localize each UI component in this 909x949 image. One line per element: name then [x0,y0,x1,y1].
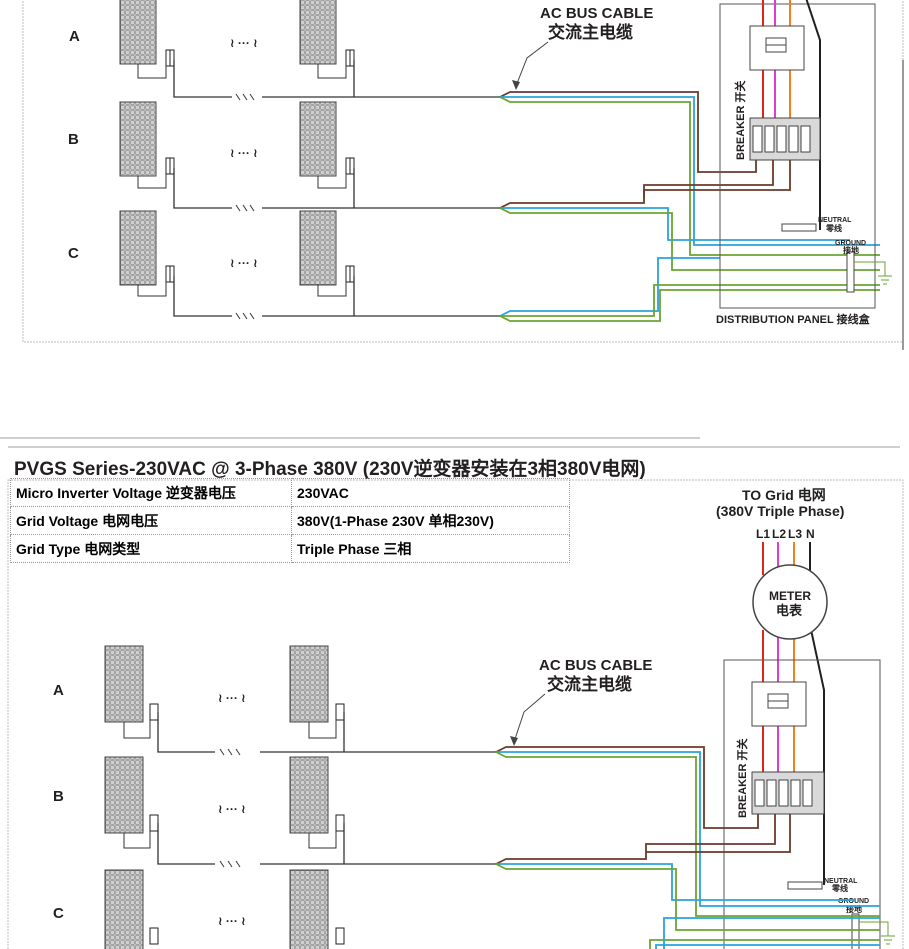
breaker-label: BREAKER 开关 [733,81,747,160]
table-row: Micro Inverter Voltage 逆变器电压 230VAC [10,478,570,507]
ac-bus-cable-label-cn: 交流主电缆 [548,22,633,42]
neutral-bar [781,223,817,232]
ground-bar [846,251,855,293]
row-label-b: B [53,788,64,805]
series-mark: ≀ ··· ≀ [218,802,246,816]
pv-panel [299,210,337,286]
pv-panel [299,0,337,65]
pv-panel [289,756,329,834]
ground-icon [854,261,892,285]
leader-line [515,41,549,87]
spec-value: 380V(1-Phase 230V 单相230V) [291,506,570,535]
table-row: Grid Type 电网类型 Triple Phase 三相 [10,534,570,563]
leader-line [513,693,546,743]
row-label-c: C [53,905,64,922]
section-header: PVGS Series-230VAC @ 3-Phase 380V (230V逆… [8,446,900,482]
table-row: Grid Voltage 电网电压 380V(1-Phase 230V 单相23… [10,506,570,535]
neutral-bar [787,881,823,890]
isolator-switch [751,681,807,727]
isolator-switch [749,25,805,71]
spec-table: Micro Inverter Voltage 逆变器电压 230VAC Grid… [10,478,570,563]
breaker-label: BREAKER 开关 [735,739,749,818]
upper-diagram: A B C ≀ ··· ≀ ≀ ··· ≀ ≀ ··· ≀ [22,0,904,350]
neutral-label-cn: 零线 [831,883,848,893]
neutral-label: NEUTRAL [818,217,852,224]
page-title: PVGS Series-230VAC @ 3-Phase 380V (230V逆… [14,459,646,480]
series-mark: ≀ ··· ≀ [230,146,258,160]
distribution-panel [723,659,881,949]
pv-panel [289,869,329,949]
row-label-c: C [68,245,79,262]
ground-label: GROUND [835,240,866,247]
pv-panel [299,101,337,177]
to-grid-sub-label: (380V Triple Phase) [716,503,844,519]
pv-panel [104,645,144,723]
pv-panel [104,869,144,949]
ac-bus-cable-label-cn: 交流主电缆 [547,674,632,694]
row-label-a: A [53,682,64,699]
micro-inverter [165,49,355,283]
ground-icon [859,921,895,945]
spec-label: Micro Inverter Voltage 逆变器电压 [10,478,292,507]
ac-bus-cable-label: AC BUS CABLE [540,5,653,22]
phase-label-l1: L1 [756,527,770,541]
spec-label: Grid Voltage 电网电压 [10,506,292,535]
phase-label-l2: L2 [772,527,786,541]
meter-icon [752,564,828,640]
pv-panel [119,101,157,177]
meter-label-cn: 电表 [776,603,803,618]
pv-panel [104,756,144,834]
pv-panel [289,645,329,723]
series-mark: ≀ ··· ≀ [218,691,246,705]
spec-label: Grid Type 电网类型 [10,534,292,563]
series-mark: ≀ ··· ≀ [230,36,258,50]
neutral-label-cn: 零线 [825,223,842,233]
series-mark: ≀ ··· ≀ [218,914,246,928]
spec-value: Triple Phase 三相 [291,534,570,563]
lower-diagram: TO Grid 电网 (380V Triple Phase) L1 L2 L3 … [7,479,904,949]
ground-label-cn: 接地 [843,245,859,255]
distribution-panel-label: DISTRIBUTION PANEL 接线盒 [716,312,871,326]
series-mark: ≀ ··· ≀ [230,256,258,270]
neutral-label: NEUTRAL [824,878,858,885]
meter-label: METER [769,589,811,603]
ground-bar [851,913,860,949]
ground-label: GROUND [838,898,869,905]
ground-label-cn: 接地 [846,904,862,914]
phase-label-n: N [806,527,815,541]
pv-panel [119,210,157,286]
pv-panel [119,0,157,65]
distribution-panel [719,3,876,309]
spec-value: 230VAC [291,478,570,507]
phase-label-l3: L3 [788,527,802,541]
ac-bus-cable-label: AC BUS CABLE [539,657,652,674]
row-label-b: B [68,131,79,148]
to-grid-label: TO Grid 电网 [742,487,826,503]
row-label-a: A [69,28,80,45]
